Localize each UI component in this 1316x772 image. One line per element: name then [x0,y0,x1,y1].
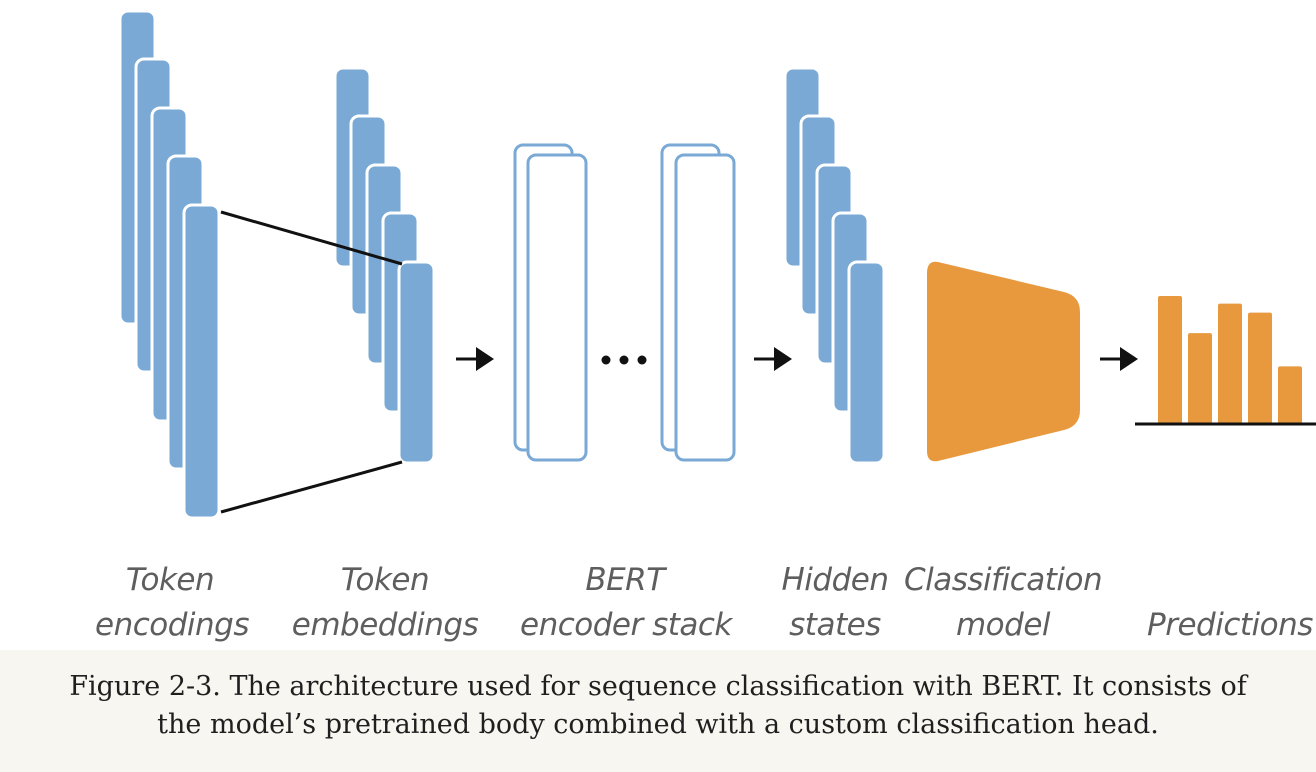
figure-panel: Token encodings Token embeddings BERT en… [0,0,1316,650]
prediction-bar [1158,296,1182,424]
prediction-bar [1188,333,1212,424]
label-token-embeddings: Token embeddings [291,562,479,643]
token-encoding-bar [182,203,221,520]
figure-caption: Figure 2-3. The architecture used for se… [0,668,1316,744]
ellipsis-icon [601,355,647,365]
prediction-bar [1248,312,1272,424]
projection-line-top [220,210,403,266]
caption-line-1: Figure 2-3. The architecture used for se… [69,671,1247,702]
prediction-bar [1218,303,1242,424]
token-embedding-bar [397,260,436,465]
architecture-diagram [118,9,1316,520]
arrow-right-icon [1100,347,1138,371]
prediction-bar [1278,366,1302,424]
encoder-block [513,143,588,462]
arrow-right-icon [754,347,792,371]
label-predictions: Predictions [1147,607,1313,643]
prediction-bars [1158,296,1302,424]
arrow-right-icon [456,347,494,371]
encoder-block [660,143,736,462]
hidden-state-bar [847,260,886,465]
token-encodings-stack [118,9,221,520]
caption-line-2: the model’s pretrained body combined wit… [157,709,1159,740]
hidden-states-stack [783,66,886,465]
label-bert-encoder-stack: BERT encoder stack [520,562,732,643]
label-hidden-states: Hidden states [781,562,890,643]
classification-head-shape [927,261,1080,462]
label-classification-model: Classification model [904,562,1103,643]
label-token-encodings: Token encodings [95,562,250,643]
projection-line-bottom [220,460,403,514]
token-embeddings-stack [333,66,436,465]
